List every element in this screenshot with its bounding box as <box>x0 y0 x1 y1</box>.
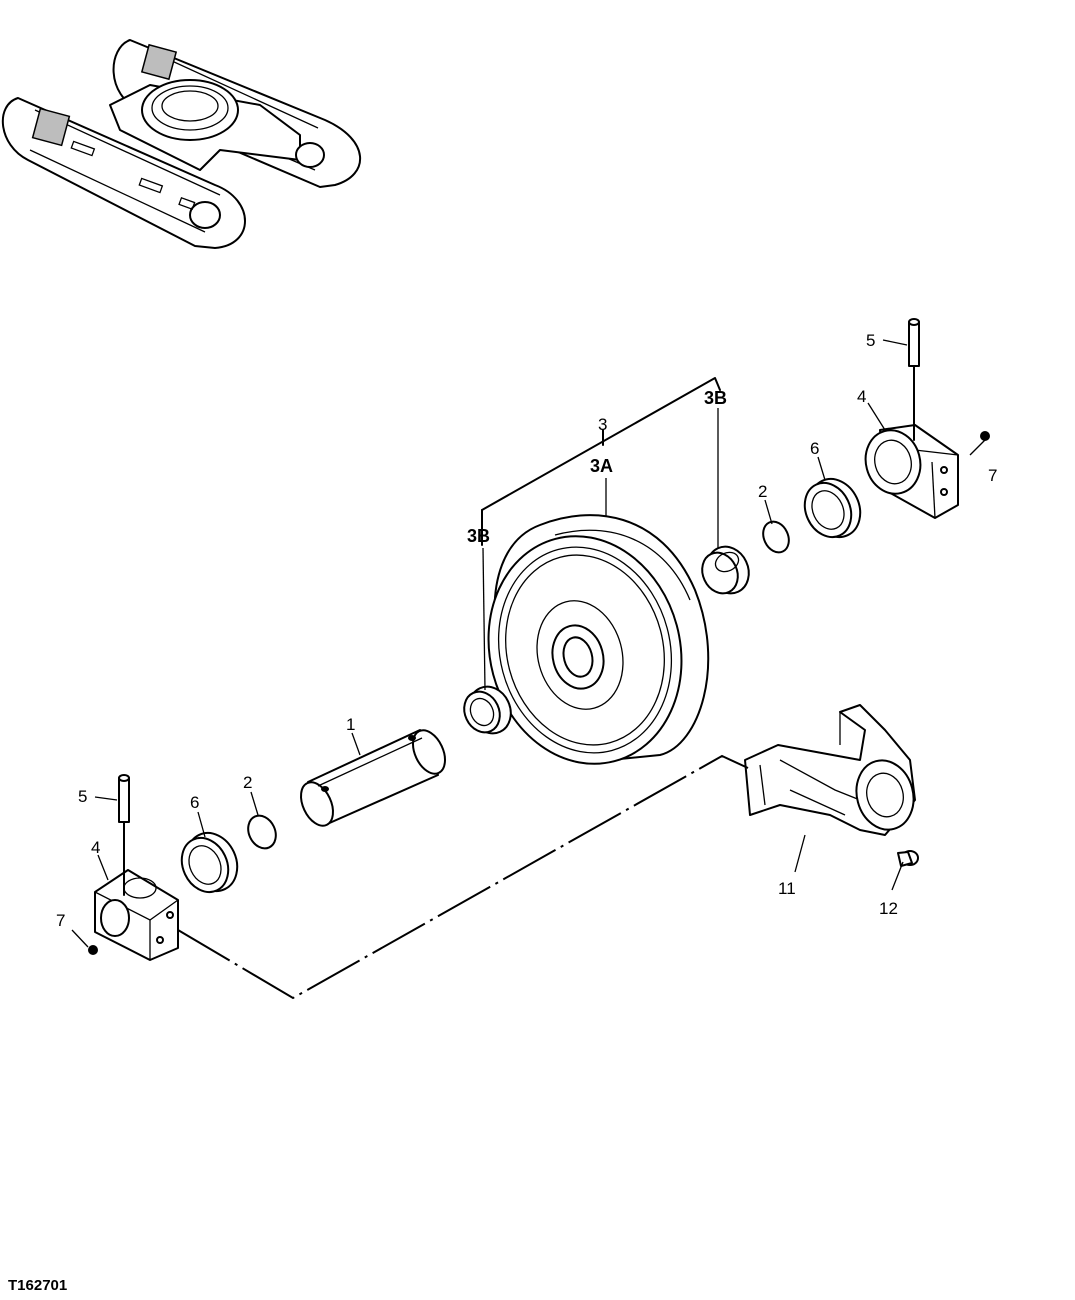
idler-bracket <box>744 704 916 836</box>
callout-3: 3 <box>598 415 607 434</box>
grease-fitting-right <box>980 431 990 441</box>
assembly-centerline <box>177 754 749 1000</box>
assembly-bracket-line <box>481 377 721 511</box>
callout-1: 1 <box>346 715 355 734</box>
seal-right <box>803 477 862 539</box>
figure-id: T162701 <box>8 1277 67 1294</box>
grease-fitting-left <box>88 945 98 955</box>
o-ring-left <box>247 814 277 850</box>
callout-7-left: 7 <box>56 911 65 930</box>
spring-pin-left <box>118 774 130 823</box>
callout-12: 12 <box>879 899 898 918</box>
idler-wheel <box>487 514 710 765</box>
callout-6-left: 6 <box>190 793 199 812</box>
bolt <box>897 850 919 867</box>
callout-2-left: 2 <box>243 773 252 792</box>
leader-lines <box>71 339 986 948</box>
callout-11: 11 <box>778 879 796 898</box>
callout-3b-right: 3B <box>704 388 727 408</box>
o-ring-right <box>762 520 790 554</box>
bearing-block-right <box>864 365 959 519</box>
undercarriage-overview <box>1 39 362 249</box>
bushing-left <box>463 685 512 735</box>
bushing-right <box>701 545 750 595</box>
callout-6-right: 6 <box>810 439 819 458</box>
callout-3b-left: 3B <box>467 526 490 546</box>
idler-shaft <box>300 729 446 827</box>
callout-labels: 1 2 2 3 3A 3B 3B 4 4 5 5 6 6 7 7 11 12 <box>56 331 997 930</box>
callout-5-right: 5 <box>866 331 875 350</box>
seal-left <box>180 831 239 894</box>
bearing-block-left <box>94 821 179 961</box>
callout-4-left: 4 <box>91 838 100 857</box>
callout-2-right: 2 <box>758 482 767 501</box>
callout-4-right: 4 <box>857 387 866 406</box>
callout-3a: 3A <box>590 456 613 476</box>
callout-7-right: 7 <box>988 466 997 485</box>
callout-5-left: 5 <box>78 787 87 806</box>
spring-pin-right <box>908 318 920 367</box>
